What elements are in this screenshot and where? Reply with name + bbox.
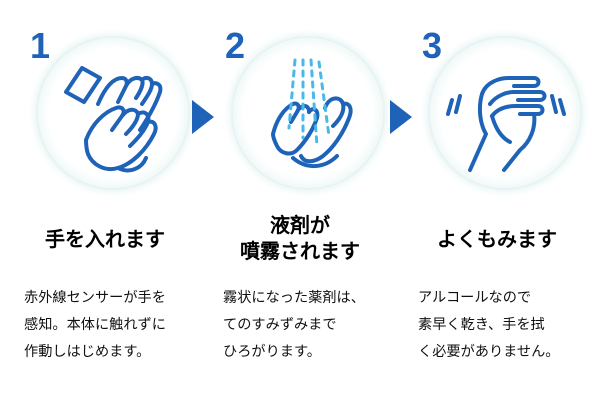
step-3-illustration xyxy=(430,38,580,188)
next-arrow-icon xyxy=(390,100,412,134)
step-1-title-line-1: 手を入れます xyxy=(45,227,165,251)
step-2-title: 液剤が 噴霧されます xyxy=(205,212,395,264)
step-1-description: 赤外線センサーが手を 感知。本体に触れずに 作動しはじめます。 xyxy=(24,285,200,366)
step-1: 1 手を入れます 赤外線センサーが手を 感知。本体に触れずに 作動しはじめます。 xyxy=(10,0,200,400)
step-2-title-line-1: 液剤が xyxy=(270,213,330,237)
step-2-title-line-2: 噴霧されます xyxy=(240,239,360,263)
step-2: 2 液剤が 噴霧されます 霧状になった薬剤は、 てのすみずみまで ひろがります。 xyxy=(205,0,395,400)
step-2-description: 霧状になった薬剤は、 てのすみずみまで ひろがります。 xyxy=(223,285,399,366)
rubbing-hands-icon xyxy=(446,76,566,172)
step-1-desc-line-2: 感知。本体に触れずに xyxy=(24,317,166,333)
step-2-desc-line-2: てのすみずみまで xyxy=(223,317,337,333)
step-2-number: 2 xyxy=(225,25,246,66)
next-arrow-icon xyxy=(192,100,214,134)
step-3-title: よくもみます xyxy=(402,226,592,252)
step-2-illustration xyxy=(233,38,383,188)
step-1-title: 手を入れます xyxy=(10,226,200,252)
step-3-desc-line-1: アルコールなので xyxy=(418,290,532,306)
step-2-desc-line-3: ひろがります。 xyxy=(223,344,321,360)
step-1-desc-line-1: 赤外線センサーが手を xyxy=(24,290,166,306)
step-3-title-line-1: よくもみます xyxy=(437,227,557,251)
step-3-desc-line-2: 素早く乾き、手を拭 xyxy=(418,317,545,333)
hands-entering-icon xyxy=(64,66,163,173)
step-1-desc-line-3: 作動しはじめます。 xyxy=(24,344,151,360)
step-2-desc-line-1: 霧状になった薬剤は、 xyxy=(223,290,365,306)
step-3-number: 3 xyxy=(422,25,443,66)
step-1-number: 1 xyxy=(30,25,51,66)
spray-mist-icon xyxy=(271,58,353,168)
step-3-desc-line-3: く必要がありません。 xyxy=(418,344,560,360)
step-1-illustration xyxy=(38,38,188,188)
step-3: 3 よくもみます アルコールなので 素早く乾き、手を拭 く必要がありません。 xyxy=(402,0,592,400)
step-3-description: アルコールなので 素早く乾き、手を拭 く必要がありません。 xyxy=(418,285,594,366)
